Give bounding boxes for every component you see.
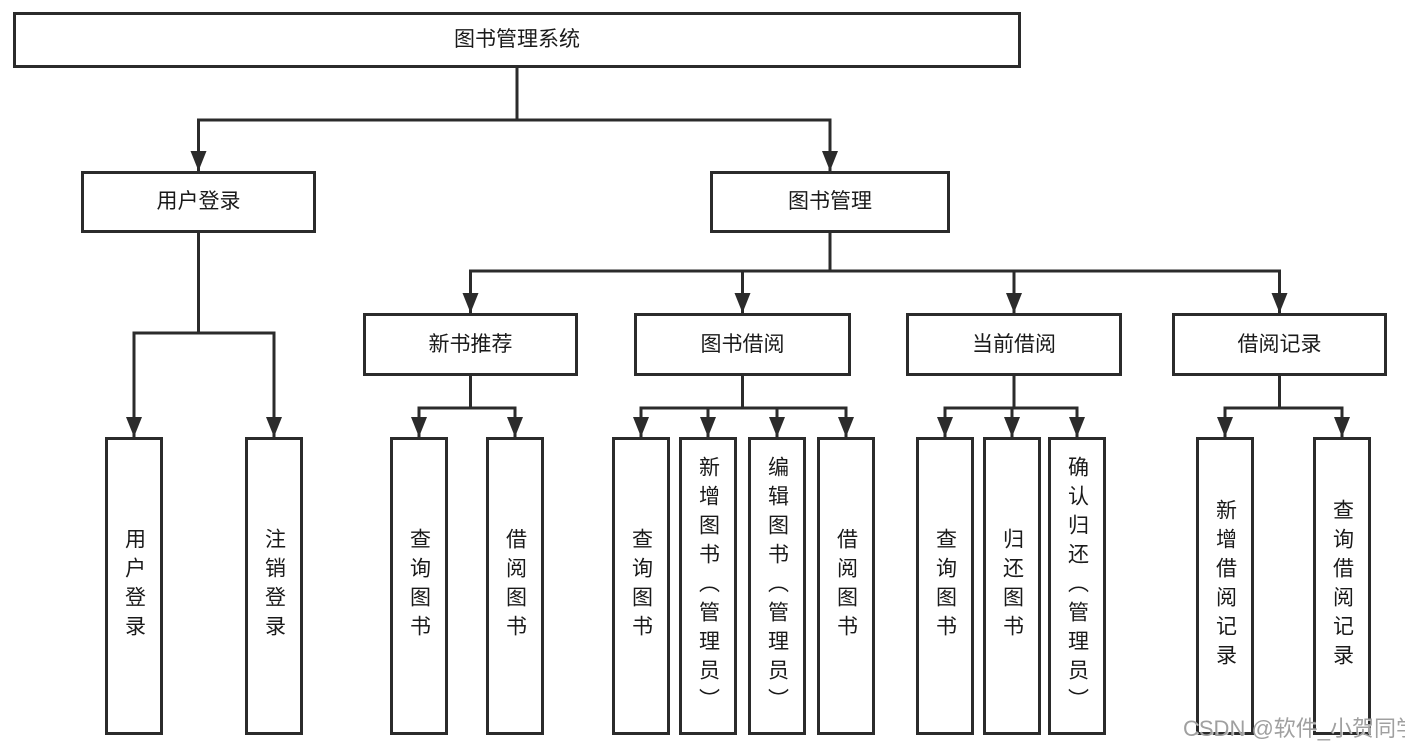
leaf-add-borrow-record-label: 新增借阅记录 [1213, 499, 1237, 673]
leaf-logout: 注销登录 [245, 437, 303, 735]
leaf-borrow-books: 借阅图书 [817, 437, 875, 735]
leaf-logout-label: 注销登录 [262, 528, 286, 644]
node-current-borrow-label: 当前借阅 [972, 332, 1056, 356]
leaf-borrow-books-recommend-label: 借阅图书 [503, 528, 527, 644]
leaf-edit-books-admin-label: 编辑图书（管理员） [765, 455, 789, 717]
arrowheads [126, 151, 1350, 437]
leaf-search-books-current-label: 查询图书 [933, 528, 957, 644]
leaf-search-books-current: 查询图书 [916, 437, 974, 735]
leaf-search-borrow-record: 查询借阅记录 [1313, 437, 1371, 735]
leaf-return-books-label: 归还图书 [1000, 528, 1024, 644]
leaf-borrow-books-recommend: 借阅图书 [486, 437, 544, 735]
leaf-confirm-return-admin-label: 确认归还（管理员） [1065, 455, 1089, 717]
node-user-login-label: 用户登录 [156, 190, 241, 214]
node-borrow-records-label: 借阅记录 [1237, 332, 1322, 356]
leaf-borrow-books-label: 借阅图书 [834, 528, 858, 644]
node-root: 图书管理系统 [13, 12, 1021, 68]
leaf-return-books: 归还图书 [983, 437, 1041, 735]
leaf-search-books-recommend: 查询图书 [390, 437, 448, 735]
node-new-book-recommend-label: 新书推荐 [428, 332, 513, 356]
node-book-management-label: 图书管理 [788, 190, 872, 214]
leaf-user-login: 用户登录 [105, 437, 163, 735]
leaf-edit-books-admin: 编辑图书（管理员） [748, 437, 806, 735]
leaf-confirm-return-admin: 确认归还（管理员） [1048, 437, 1106, 735]
leaf-add-borrow-record: 新增借阅记录 [1196, 437, 1254, 735]
leaf-search-books-borrow: 查询图书 [612, 437, 670, 735]
node-book-borrow-label: 图书借阅 [700, 332, 785, 356]
leaf-search-borrow-record-label: 查询借阅记录 [1330, 499, 1354, 673]
node-new-book-recommend: 新书推荐 [363, 313, 578, 376]
csdn-watermark: CSDN @软件_小贺同学 [1183, 716, 1405, 741]
leaf-add-books-admin: 新增图书（管理员） [679, 437, 737, 735]
node-user-login: 用户登录 [81, 171, 316, 233]
node-borrow-records: 借阅记录 [1172, 313, 1387, 376]
leaf-add-books-admin-label: 新增图书（管理员） [696, 455, 720, 717]
leaf-user-login-label: 用户登录 [122, 528, 146, 644]
leaf-search-books-recommend-label: 查询图书 [407, 528, 431, 644]
node-root-label: 图书管理系统 [454, 28, 580, 52]
node-book-borrow: 图书借阅 [634, 313, 851, 376]
leaf-search-books-borrow-label: 查询图书 [629, 528, 653, 644]
node-current-borrow: 当前借阅 [906, 313, 1122, 376]
node-book-management: 图书管理 [710, 171, 950, 233]
